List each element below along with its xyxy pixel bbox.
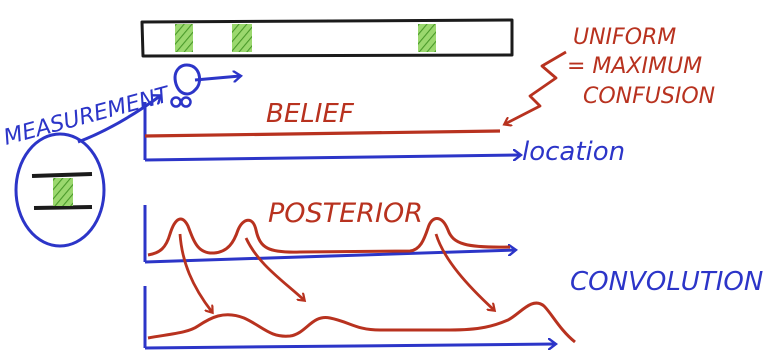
robot-icon [170,63,241,108]
belief-label: BELIEF [266,99,355,129]
belief-uniform-line [144,129,501,138]
convolution-label: CONVOLUTION [570,267,763,297]
sensor-magnifier-icon [14,96,160,248]
belief-plot [143,102,520,162]
uniform-line3: CONFUSION [583,84,715,109]
world-hallway [140,18,514,58]
sensor-door [53,178,73,206]
posterior-plot [143,205,515,264]
door-2 [232,24,252,52]
posterior-curve [147,217,511,257]
uniform-line2: = MAXIMUM [567,54,702,79]
door-3 [418,24,436,52]
shift-arrows [178,233,494,312]
posterior-label: POSTERIOR [268,198,423,229]
convolved-plot [143,286,576,348]
door-1 [175,24,193,52]
measurement-label: MEASUREMENT [1,82,173,151]
uniform-line1: UNIFORM [573,25,676,50]
convolved-curve [147,301,576,344]
uniform-annotation: UNIFORM = MAXIMUM CONFUSION [505,25,715,124]
location-label: location [522,137,625,167]
